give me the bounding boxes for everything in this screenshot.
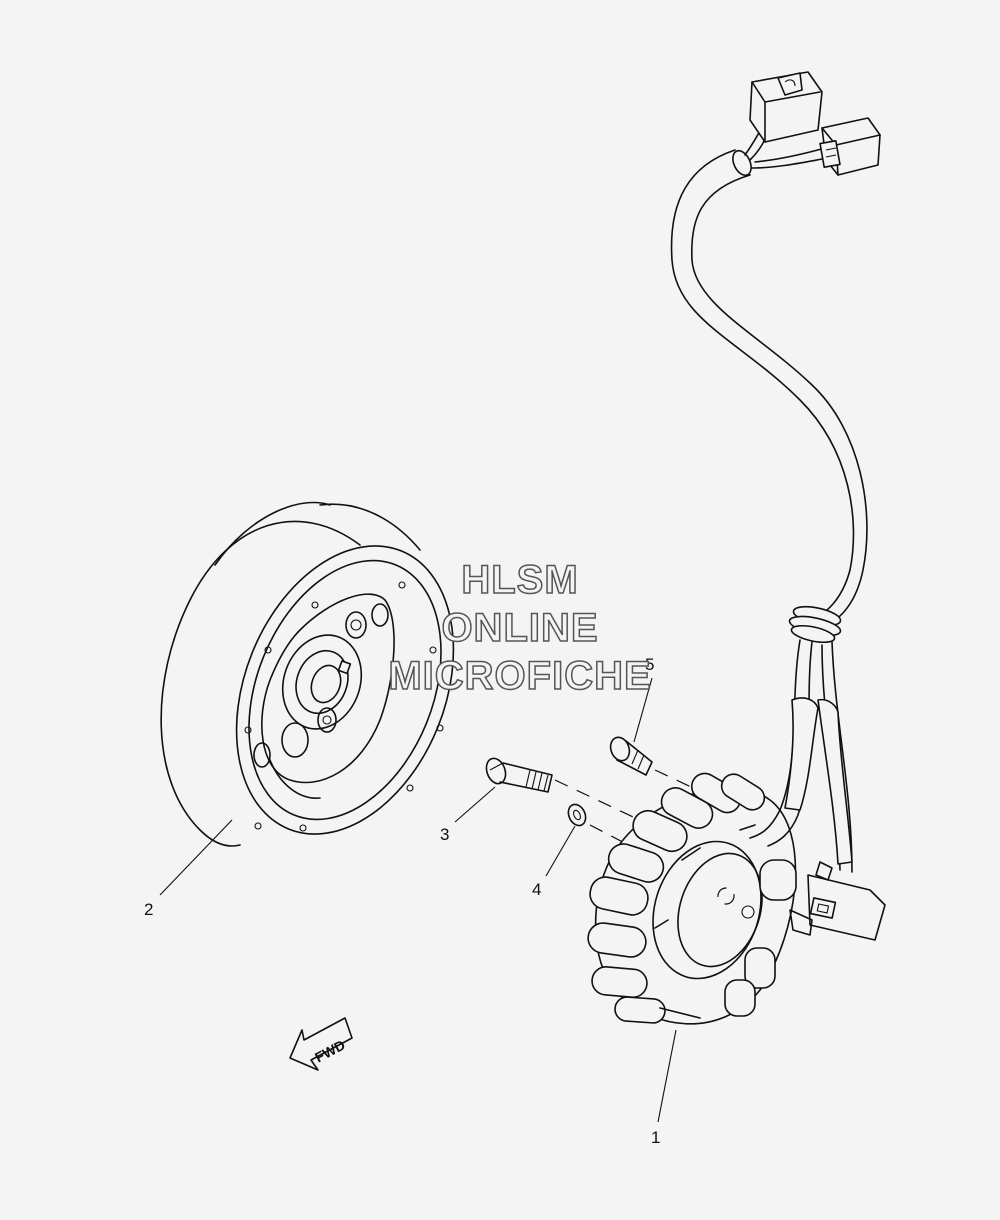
stator-coils <box>587 772 797 1024</box>
leader-lines <box>159 677 677 1123</box>
flywheel-rotor <box>160 501 455 847</box>
wire-harness <box>670 121 868 873</box>
callout-3: 3 <box>440 825 449 844</box>
flywheel-bolt <box>485 757 553 793</box>
pickup-coil <box>789 861 886 941</box>
washer <box>567 803 587 827</box>
stator-screw <box>609 736 653 776</box>
rim-holes <box>244 581 444 832</box>
connector-a <box>749 71 823 143</box>
stator-assembly <box>587 772 886 1025</box>
watermark-line-2: ONLINE <box>441 606 599 650</box>
callout-2: 2 <box>144 900 153 919</box>
callout-4: 4 <box>532 880 541 899</box>
grommet <box>788 605 842 644</box>
watermark-line-3: MICROFICHE <box>388 654 652 698</box>
watermark-line-1: HLSM <box>461 558 579 602</box>
callout-5: 5 <box>645 655 654 674</box>
callout-1: 1 <box>651 1128 660 1147</box>
connector-b <box>819 117 881 176</box>
fwd-arrow-icon: FWD <box>289 1017 353 1071</box>
